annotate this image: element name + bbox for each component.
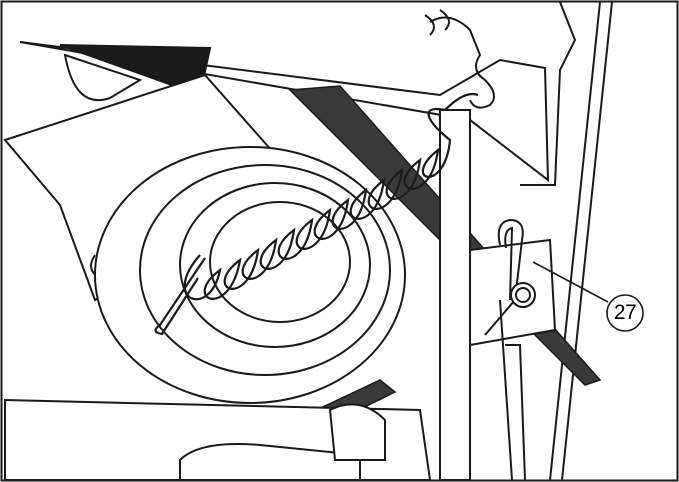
side-panel	[520, 1, 613, 481]
callout-number-27: 27	[613, 301, 637, 324]
callout-27-marker	[532, 261, 644, 332]
spring-hook	[424, 9, 495, 109]
cotter-pin	[484, 218, 536, 481]
base-frame	[4, 398, 432, 481]
tension-spring	[154, 92, 479, 336]
